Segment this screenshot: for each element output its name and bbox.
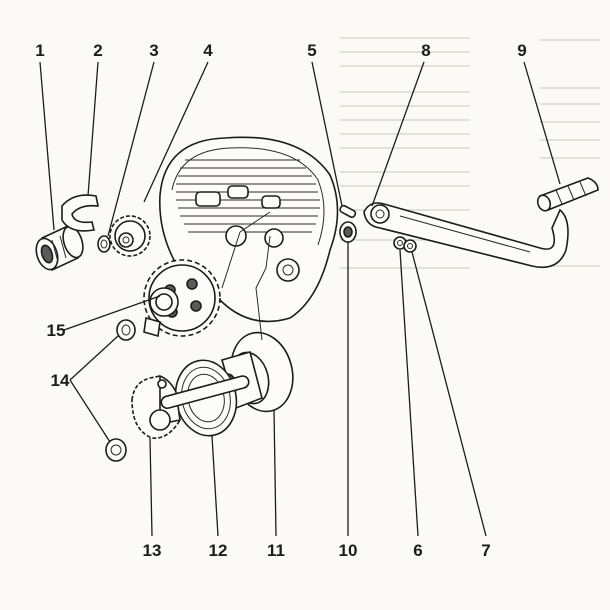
callout-15: 15 [47,321,66,340]
callout-11: 11 [267,541,285,560]
part-10-spacer [339,221,357,243]
part-7-washer [403,239,417,253]
callout-9: 9 [517,41,526,60]
callout-labels: 1 2 3 4 5 8 9 15 14 13 12 11 10 6 7 [35,41,526,560]
part-6-washer [393,236,407,250]
part-13-kickstart-shaft [131,374,250,439]
part-5-pin [339,204,357,219]
callout-12: 12 [209,541,228,560]
callout-1: 1 [35,41,44,60]
part-1-bushing [35,224,84,272]
part-14-washer-upper [116,319,136,341]
callout-3: 3 [149,41,158,60]
callout-10: 10 [339,541,358,560]
callout-2: 2 [93,41,102,60]
callout-6: 6 [413,541,422,560]
leader-lines [39,61,561,537]
part-2-clip [61,194,99,232]
assembly-lines [221,211,271,341]
part-11-ratchet-drum [221,331,294,413]
part-9-rubber-grip [536,177,599,212]
callout-13: 13 [143,541,162,560]
callout-5: 5 [307,41,316,60]
callout-7: 7 [481,541,490,560]
part-8-kickstart-lever [363,202,569,269]
part-15-large-gear [143,259,221,338]
callout-4: 4 [203,41,213,60]
callout-14: 14 [51,371,70,390]
part-4-small-gear [109,215,151,257]
part-14-washer-lower [105,438,127,462]
callout-8: 8 [421,41,430,60]
part-3-washer [97,235,111,253]
bleed-through-print [340,37,600,269]
